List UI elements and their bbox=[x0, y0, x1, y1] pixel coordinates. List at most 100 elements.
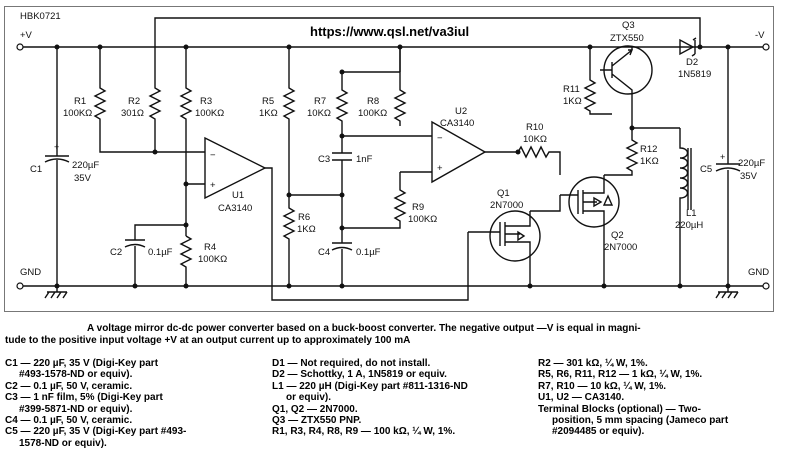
parts-line: R7, R10 — 10 kΩ, ¼ W, 1%. bbox=[538, 380, 667, 392]
parts-line: C3 — 1 nF film, 5% (Digi-Key part bbox=[5, 392, 163, 404]
r3-ref: R3 bbox=[200, 96, 212, 107]
capacitor-c2 bbox=[124, 239, 146, 286]
r2-ref: R2 bbox=[128, 96, 140, 107]
resistor-r7 bbox=[335, 72, 432, 139]
neg-rail-label: -V bbox=[755, 30, 765, 41]
parts-line: D1 — Not required, do not install. bbox=[272, 358, 431, 369]
c5-ref: C5 bbox=[700, 164, 712, 175]
u1-value: CA3140 bbox=[218, 203, 252, 214]
q2-ref: Q2 bbox=[611, 230, 624, 241]
parts-line: R1, R3, R4, R8, R9 — 100 kΩ, ¼ W, 1%. bbox=[272, 426, 456, 438]
parts-line: Q1, Q2 — 2N7000. bbox=[272, 403, 358, 415]
parts-line: C5 — 220 µF, 35 V (Digi-Key part #493- bbox=[5, 426, 187, 438]
inductor-l1 bbox=[679, 128, 692, 286]
svg-text:−: − bbox=[437, 133, 443, 144]
diode-d2 bbox=[679, 37, 703, 57]
parts-line: #2094485 or equiv). bbox=[552, 426, 645, 438]
parts-line: R5, R6, R11, R12 — 1 kΩ, ¼ W, 1%. bbox=[538, 369, 703, 381]
u1-ref: U1 bbox=[232, 190, 244, 201]
q3-value: ZTX550 bbox=[610, 33, 644, 44]
svg-text:+: + bbox=[437, 163, 443, 174]
resistor-r11 bbox=[583, 44, 612, 115]
r12-value: 1KΩ bbox=[640, 156, 659, 167]
pos-rail-label: +V bbox=[20, 30, 33, 41]
r6-value: 1KΩ bbox=[297, 224, 316, 235]
r11-ref: R11 bbox=[563, 84, 580, 95]
parts-line: Terminal Blocks (optional) — Two- bbox=[538, 403, 701, 415]
r7-ref: R7 bbox=[314, 96, 326, 107]
resistor-r2 bbox=[148, 47, 162, 155]
resistor-r12 bbox=[604, 128, 639, 176]
resistor-r1 bbox=[93, 47, 155, 153]
mosfet-q1 bbox=[468, 195, 561, 286]
schematic-frame bbox=[4, 6, 774, 312]
parts-line: Q3 — ZTX550 PNP. bbox=[272, 415, 362, 427]
parts-line: U1, U2 — CA3140. bbox=[538, 392, 625, 404]
r5-ref: R5 bbox=[262, 96, 274, 107]
gnd-right-label: GND bbox=[748, 267, 769, 278]
c5-voltage: 35V bbox=[740, 171, 758, 182]
svg-text:−: − bbox=[210, 150, 216, 161]
c3-value: 1nF bbox=[356, 154, 373, 165]
r3-value: 100KΩ bbox=[195, 108, 224, 119]
d2-value: 1N5819 bbox=[678, 69, 711, 80]
q1-value: 2N7000 bbox=[490, 200, 523, 211]
r9-ref: R9 bbox=[412, 202, 424, 213]
resistor-r8 bbox=[393, 47, 407, 126]
parts-line: position, 5 mm spacing (Jameco part bbox=[552, 415, 729, 427]
r12-ref: R12 bbox=[640, 144, 657, 155]
pos-terminal bbox=[16, 43, 24, 51]
parts-line: L1 — 220 µH (Digi-Key part #811-1316-ND bbox=[272, 380, 468, 392]
r9-value: 100KΩ bbox=[408, 214, 437, 225]
gnd-left-terminal bbox=[16, 282, 24, 290]
c4-value: 0.1µF bbox=[356, 247, 381, 258]
parts-list-column-3: R2 — 301 kΩ, ¼ W, 1%. R5, R6, R11, R12 —… bbox=[538, 358, 728, 438]
l1-value: 220µH bbox=[675, 220, 703, 231]
r4-value: 100KΩ bbox=[198, 254, 227, 265]
resistor-r5 bbox=[282, 44, 296, 195]
transistor-q3 bbox=[600, 45, 660, 128]
parts-line: C2 — 0.1 µF, 50 V, ceramic. bbox=[5, 380, 133, 392]
resistor-r6 bbox=[282, 192, 296, 286]
gnd-right-terminal bbox=[762, 282, 770, 290]
capacitor-c4 bbox=[331, 195, 353, 286]
figure-caption: A voltage mirror dc-dc power converter b… bbox=[5, 323, 783, 347]
opamp-u2: − + bbox=[400, 120, 518, 184]
parts-line: D2 — Schottky, 1 A, 1N5819 or equiv. bbox=[272, 369, 447, 381]
parts-list-column-2: D1 — Not required, do not install. D2 — … bbox=[272, 358, 468, 438]
capacitor-c5: + bbox=[715, 47, 741, 286]
parts-line: C4 — 0.1 µF, 50 V, ceramic. bbox=[5, 415, 133, 427]
capacitor-c3 bbox=[332, 136, 352, 195]
c5-value: 220µF bbox=[738, 158, 765, 169]
svg-text:+: + bbox=[210, 180, 216, 191]
r4-ref: R4 bbox=[204, 242, 216, 253]
c1-ref: C1 bbox=[30, 164, 42, 175]
r8-value: 100KΩ bbox=[358, 108, 387, 119]
ground-symbol-left bbox=[44, 286, 68, 299]
resistor-r3 bbox=[179, 44, 205, 185]
r10-ref: R10 bbox=[526, 122, 543, 133]
mosfet-q2 bbox=[560, 175, 620, 286]
c1-value: 220µF bbox=[72, 160, 99, 171]
figure-id: HBK0721 bbox=[20, 11, 61, 22]
parts-line: R2 — 301 kΩ, ¼ W, 1%. bbox=[538, 358, 648, 369]
r2-value: 301Ω bbox=[121, 108, 144, 119]
resistor-r10 bbox=[515, 145, 561, 175]
capacitor-c1: + bbox=[44, 47, 70, 286]
parts-list-column-1: C1 — 220 µF, 35 V (Digi-Key part #493-15… bbox=[5, 358, 186, 449]
l1-ref: L1 bbox=[686, 208, 697, 219]
r11-value: 1KΩ bbox=[563, 96, 582, 107]
r1-ref: R1 bbox=[74, 96, 86, 107]
u2-ref: U2 bbox=[455, 106, 467, 117]
opamp-u1: − + bbox=[204, 136, 469, 301]
caption-line-2: tude to the positive input voltage +V at… bbox=[5, 335, 411, 346]
parts-line: or equiv). bbox=[286, 392, 332, 404]
neg-terminal bbox=[762, 43, 770, 51]
url-watermark: https://www.qsl.net/va3iul bbox=[310, 24, 469, 39]
c3-ref: C3 bbox=[318, 154, 330, 165]
svg-text:+: + bbox=[720, 152, 725, 162]
circuit-schematic: + − + bbox=[16, 11, 770, 301]
d2-ref: D2 bbox=[686, 57, 698, 68]
q1-ref: Q1 bbox=[497, 188, 510, 199]
